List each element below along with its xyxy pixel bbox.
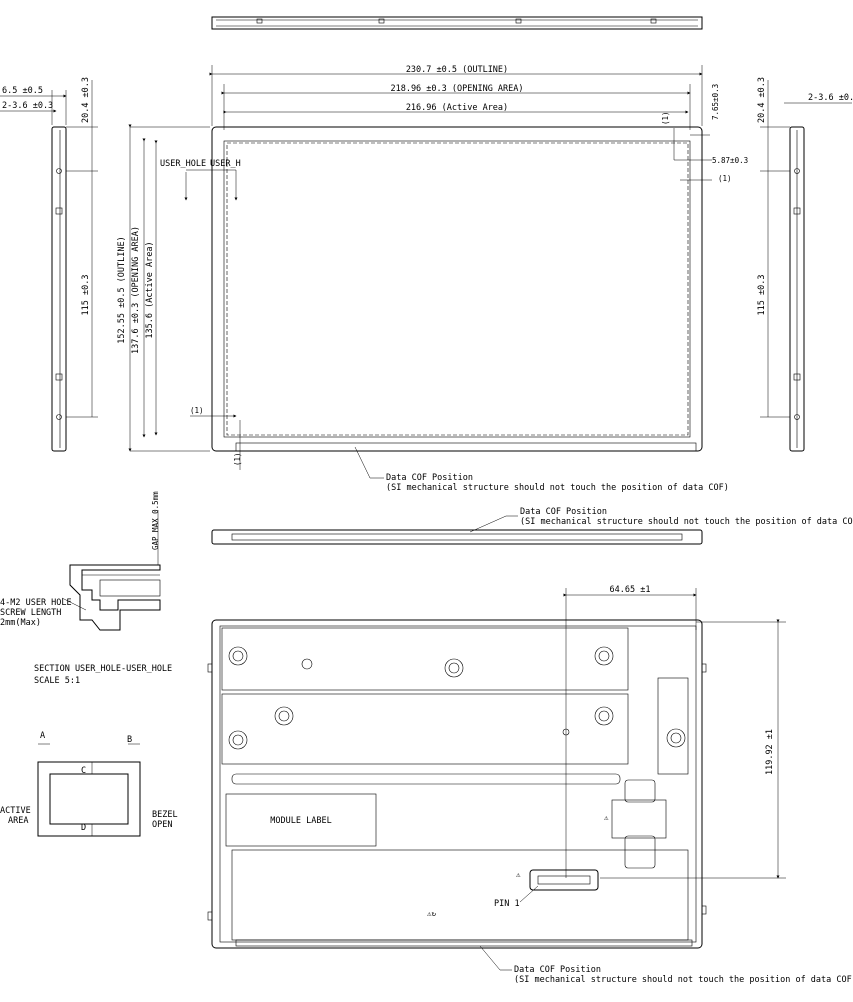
right-offset-top-label: 7.65±0.3 — [711, 84, 720, 120]
user-hole-spec-1: 4-M2 USER HOLE — [0, 598, 72, 608]
left-side-view: 6.5 ±0.5 2-3.6 ±0.3 20.4 ±0.3 115 ±0.3 — [0, 77, 98, 452]
right-hole-label: 20.4 ±0.3 — [757, 77, 767, 123]
user-hole-label-2: USER_H — [210, 159, 241, 169]
gap-label-d: (1) — [718, 174, 732, 183]
cof-callout-3: Data COF Position (SI mechanical structu… — [479, 945, 853, 985]
gap-label-c: (1) — [233, 452, 242, 466]
gap-label-b: (1) — [190, 406, 204, 415]
right-span-label: 115 ±0.3 — [757, 275, 767, 316]
cof-title-1: Data COF Position — [386, 473, 473, 483]
user-hole-label: USER_HOLE — [160, 159, 206, 169]
screw-icon — [228, 646, 686, 750]
warning-icon-2: ⚠ — [604, 813, 609, 822]
opening-height-label: 137.6 ±0.3 (OPENING AREA) — [131, 226, 141, 354]
legend-bezel-1: BEZEL — [152, 810, 178, 820]
active-height-label: 135.6 (Active Area) — [145, 241, 155, 338]
opening-width-label: 218.96 ±0.3 (OPENING AREA) — [390, 84, 523, 94]
height-dimensions: 152.55 ±0.5 (OUTLINE) 137.6 ±0.3 (OPENIN… — [117, 124, 210, 452]
pin-offset-label: 64.65 ±1 — [610, 585, 651, 595]
cof-note-2: (SI mechanical structure should not touc… — [520, 517, 853, 527]
legend-bezel-2: OPEN — [152, 820, 172, 830]
recycle-icon: ⚠↻ — [427, 909, 436, 918]
top-edge-view — [211, 16, 703, 30]
gap-max-label: GAP MAX 0.5mm — [151, 491, 160, 550]
module-label-text: MODULE LABEL — [270, 816, 331, 826]
legend-c: C — [81, 766, 86, 776]
outline-height-label: 152.55 ±0.5 (OUTLINE) — [117, 236, 127, 343]
bezel-legend: A B C D ACTIVE AREA BEZEL OPEN — [0, 731, 178, 837]
right-side-view: 20.4 ±0.3 115 ±0.3 2-3.6 ±0.3 — [757, 77, 853, 452]
connector — [529, 869, 599, 891]
warning-icon: ⚠ — [516, 870, 521, 879]
cof-note-1: (SI mechanical structure should not touc… — [386, 483, 729, 493]
cof-title-2: Data COF Position — [520, 507, 607, 517]
legend-active-2: AREA — [8, 816, 28, 826]
user-hole-spec-2: SCREW LENGTH — [0, 608, 61, 618]
width-dimensions: 230.7 ±0.5 (OUTLINE) 218.96 ±0.3 (OPENIN… — [209, 65, 703, 130]
left-span-label: 115 ±0.3 — [81, 275, 91, 316]
gap-label-a: (1) — [661, 111, 670, 125]
back-height-label: 119.92 ±1 — [765, 729, 775, 775]
back-dimensions: 64.65 ±1 119.92 ±1 — [563, 585, 786, 879]
legend-b: B — [127, 735, 132, 745]
back-view: MODULE LABEL ⚠ ⚠ ⚠↻ PIN 1 — [207, 619, 707, 949]
outline-width-label: 230.7 ±0.5 (OUTLINE) — [406, 65, 508, 75]
legend-a: A — [40, 731, 45, 741]
legend-active-1: ACTIVE — [0, 806, 31, 816]
pin-1-label: PIN 1 — [494, 899, 520, 909]
front-view: USER_HOLE USER_H (1) (1) (1) 7.65±0.3 5.… — [160, 84, 748, 470]
section-scale: SCALE 5:1 — [34, 676, 80, 686]
cof-title-3: Data COF Position — [514, 965, 601, 975]
cof-note-3: (SI mechanical structure should not touc… — [514, 975, 853, 985]
right-thickness-label: 2-3.6 ±0.3 — [808, 93, 853, 103]
active-width-label: 216.96 (Active Area) — [406, 103, 508, 113]
section-detail: GAP MAX 0.5mm 4-M2 USER HOLE SCREW LENGT… — [0, 491, 172, 686]
left-hole-label: 20.4 ±0.3 — [81, 77, 91, 123]
bottom-edge-view: Data COF Position (SI mechanical structu… — [211, 507, 853, 545]
section-title: SECTION USER_HOLE-USER_HOLE — [34, 664, 172, 674]
right-offset-side-label: 5.87±0.3 — [712, 156, 748, 165]
legend-d: D — [81, 823, 86, 833]
module-label-box — [225, 793, 377, 847]
cof-callout-1: Data COF Position (SI mechanical structu… — [354, 446, 729, 493]
user-hole-spec-3: 2mm(Max) — [0, 618, 41, 628]
left-thickness-b: 2-3.6 ±0.3 — [2, 101, 53, 111]
left-thickness-a: 6.5 ±0.5 — [2, 86, 43, 96]
